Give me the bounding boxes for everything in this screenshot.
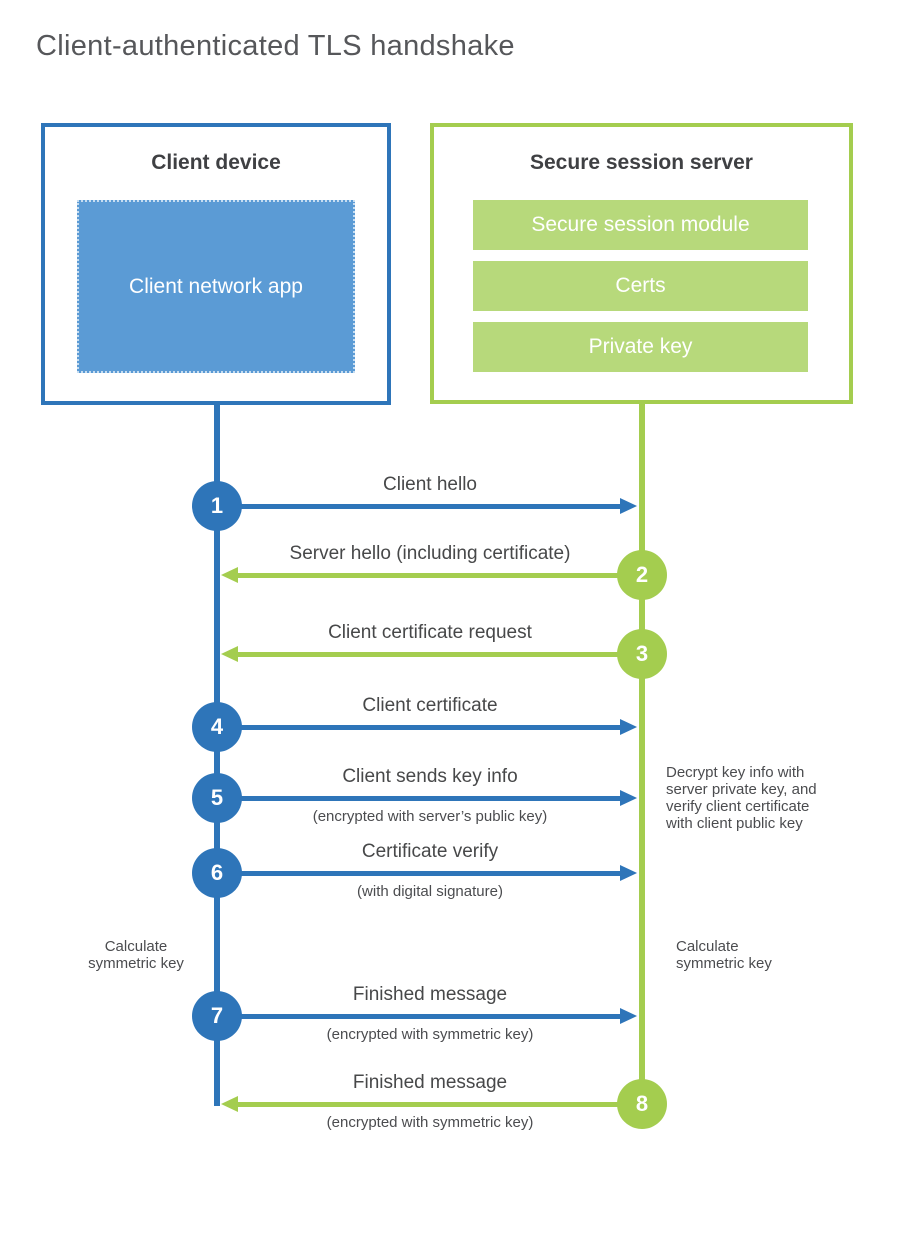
server-lifeline: [639, 404, 645, 1104]
step-8-label: Finished message: [352, 1072, 508, 1093]
step-2-arrowhead-icon: [221, 567, 238, 583]
step-1-label: Client hello: [383, 474, 477, 495]
note-line: Decrypt key info with: [666, 764, 805, 781]
step-8-sublabel: (encrypted with symmetric key): [326, 1114, 534, 1131]
server-module-private-key: Private key: [473, 322, 808, 372]
step-4-arrowhead-icon: [620, 719, 637, 735]
step-4-label: Client certificate: [362, 695, 498, 716]
server-module-label: Private key: [588, 335, 693, 358]
client-lifeline: [214, 405, 220, 1106]
step-4-number-badge: 4: [192, 702, 242, 752]
step-4-arrow-line: [240, 725, 622, 730]
step-2-number-badge: 2: [617, 550, 667, 600]
server-module-certs: Certs: [473, 261, 808, 311]
step-5-number-badge: 5: [192, 773, 242, 823]
step-7-label: Finished message: [352, 984, 508, 1005]
server-module-label: Secure session module: [531, 213, 750, 236]
client-network-app-label: Client network app: [129, 274, 303, 298]
note-line: symmetric key: [88, 955, 184, 972]
step-8-number-badge: 8: [617, 1079, 667, 1129]
step-6-number-badge: 6: [192, 848, 242, 898]
note-line: Calculate: [676, 938, 739, 955]
step-5-sublabel: (encrypted with server’s public key): [312, 808, 548, 825]
step-6-label: Certificate verify: [361, 841, 499, 862]
step-1-number-badge: 1: [192, 481, 242, 531]
step-3-arrowhead-icon: [221, 646, 238, 662]
client-network-app-box: Client network app: [77, 200, 355, 373]
page-title: Client-authenticated TLS handshake: [36, 30, 515, 62]
step-5-label: Client sends key info: [342, 766, 518, 787]
step-6-arrowhead-icon: [620, 865, 637, 881]
step-1-arrow-line: [240, 504, 622, 509]
note-calculate-symmetric-key-client: Calculate symmetric key: [83, 938, 189, 972]
step-5-arrowhead-icon: [620, 790, 637, 806]
note-line: verify client certificate: [666, 798, 810, 815]
step-3-number-badge: 3: [617, 629, 667, 679]
step-7-arrow-line: [240, 1014, 622, 1019]
step-5-arrow-line: [240, 796, 622, 801]
note-line: symmetric key: [676, 955, 772, 972]
note-line: with client public key: [666, 815, 803, 832]
step-3-arrow-line: [237, 652, 618, 657]
step-2-arrow-line: [237, 573, 618, 578]
step-7-arrowhead-icon: [620, 1008, 637, 1024]
note-line: Calculate: [104, 938, 168, 955]
note-decrypt-key-info: Decrypt key info with server private key…: [666, 764, 838, 832]
note-calculate-symmetric-key-server: Calculate symmetric key: [676, 938, 782, 972]
step-3-label: Client certificate request: [328, 622, 532, 643]
step-1-arrowhead-icon: [620, 498, 637, 514]
step-8-arrowhead-icon: [221, 1096, 238, 1112]
server-module-label: Certs: [615, 274, 666, 297]
client-device-title: Client device: [151, 151, 281, 174]
step-7-sublabel: (encrypted with symmetric key): [326, 1026, 534, 1043]
server-module-secure-session: Secure session module: [473, 200, 808, 250]
step-8-arrow-line: [237, 1102, 618, 1107]
secure-session-server-title: Secure session server: [530, 151, 753, 174]
step-7-number-badge: 7: [192, 991, 242, 1041]
note-line: server private key, and: [666, 781, 817, 798]
step-6-sublabel: (with digital signature): [357, 883, 503, 900]
step-6-arrow-line: [240, 871, 622, 876]
step-2-label: Server hello (including certificate): [289, 543, 571, 564]
